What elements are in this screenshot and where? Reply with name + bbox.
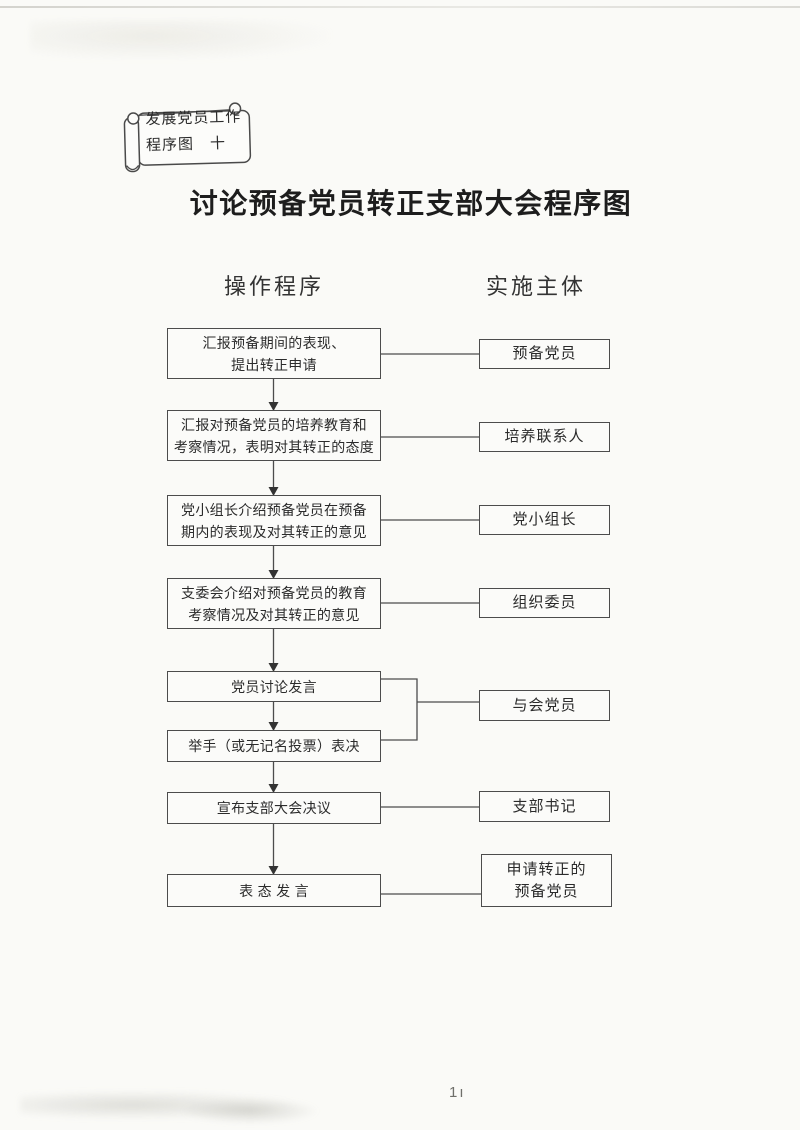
banner-label: 发展党员工作 程序图 十 (145, 104, 250, 159)
flow-step-line: 党小组长介绍预备党员在预备 (181, 501, 367, 518)
actor-label: 党小组长 (512, 511, 577, 528)
column-header-procedure: 操作程序 (224, 274, 325, 299)
scan-smudge (30, 20, 330, 60)
scan-smudge (180, 1098, 320, 1124)
scroll-pin-right (228, 102, 242, 115)
actor-box-7: 申请转正的 预备党员 (481, 854, 612, 907)
flow-step-box-6: 举手（或无记名投票）表决 (167, 730, 381, 762)
scroll-pin-left (127, 112, 140, 125)
flow-step-box-4: 支委会介绍对预备党员的教育 考察情况及对其转正的意见 (167, 578, 381, 629)
actor-box-4: 组织委员 (479, 588, 610, 618)
flow-step-line: 考察情况及对其转正的意见 (188, 606, 360, 623)
flow-step-line: 党员讨论发言 (231, 678, 317, 695)
flow-step-line: 汇报对预备党员的培养教育和 (181, 416, 367, 433)
flow-step-box-5: 党员讨论发言 (167, 671, 381, 702)
flow-step-line: 期内的表现及对其转正的意见 (181, 523, 367, 540)
scroll-roll-curl (126, 164, 140, 171)
actor-label: 申请转正的 (506, 860, 587, 878)
flow-step-line: 提出转正申请 (231, 356, 317, 373)
page-title: 讨论预备党员转正支部大会程序图 (189, 188, 633, 219)
column-header-actor: 实施主体 (486, 274, 587, 299)
scan-smudge (20, 1090, 300, 1120)
actor-label: 与会党员 (512, 696, 577, 714)
actor-box-5: 与会党员 (479, 690, 610, 721)
actor-label: 培养联系人 (504, 428, 585, 445)
actor-label: 预备党员 (512, 345, 577, 362)
scroll-banner-shape (123, 102, 252, 173)
flow-step-box-7: 宣布支部大会决议 (167, 792, 381, 824)
flow-step-box-3: 党小组长介绍预备党员在预备 期内的表现及对其转正的意见 (167, 495, 381, 546)
actor-label: 预备党员 (514, 882, 579, 900)
connector-bracket-steps5-6 (381, 678, 418, 741)
flow-step-box-1: 汇报预备期间的表现、 提出转正申请 (167, 328, 381, 379)
actor-box-1: 预备党员 (479, 339, 610, 369)
actor-label: 支部书记 (512, 797, 577, 815)
banner-line-1: 发展党员工作 (145, 108, 242, 129)
flow-step-line: 支委会介绍对预备党员的教育 (181, 584, 367, 601)
scroll-banner: 发展党员工作 程序图 十 (111, 96, 263, 190)
flow-step-line: 举手（或无记名投票）表决 (188, 738, 360, 754)
page-number-mark: 1ı (449, 1084, 466, 1101)
actor-box-2: 培养联系人 (479, 422, 610, 452)
banner-line-2: 程序图 十 (145, 134, 227, 155)
actor-box-3: 党小组长 (479, 505, 610, 535)
flow-step-box-2: 汇报对预备党员的培养教育和 考察情况，表明对其转正的态度 (167, 410, 381, 461)
actor-label: 组织委员 (512, 594, 577, 611)
scan-edge-artifact (0, 6, 800, 8)
flow-step-line: 考察情况，表明对其转正的态度 (173, 438, 375, 455)
actor-box-6: 支部书记 (479, 791, 610, 822)
flow-step-line: 宣布支部大会决议 (216, 800, 332, 816)
flow-step-box-8: 表 态 发 言 (167, 874, 381, 907)
scroll-left-roll (123, 116, 141, 173)
flow-step-line: 表 态 发 言 (239, 882, 309, 899)
scroll-top-edge (138, 109, 231, 117)
flow-step-line: 汇报预备期间的表现、 (202, 334, 346, 351)
